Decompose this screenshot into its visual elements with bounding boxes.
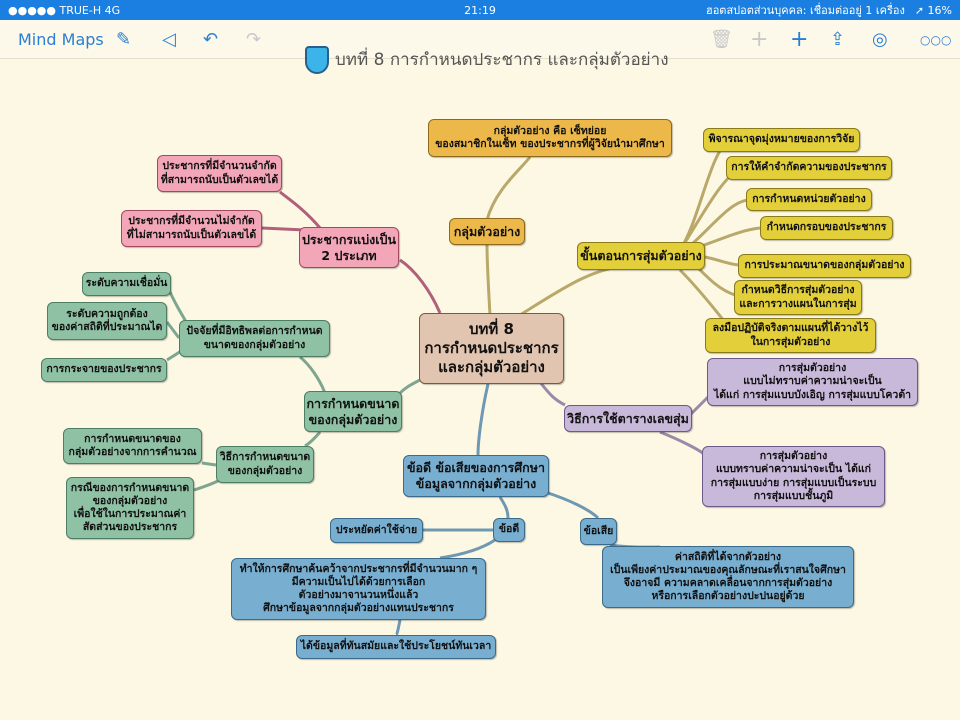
con-item-node[interactable]: ค่าสถิติที่ได้จากตัวอย่าง เป็นเพียงค่าปร…: [602, 546, 854, 608]
population-item-node[interactable]: ประชากรที่มีจำนวนไม่จำกัด ที่ไม่สามารถนั…: [121, 210, 262, 247]
population-item-node[interactable]: ประชากรที่มีจำนวนจำกัด ที่สามารถนับเป็นต…: [157, 155, 282, 192]
battery: ➚ 16%: [914, 3, 952, 17]
add-child-icon[interactable]: +: [790, 27, 809, 52]
redo-icon[interactable]: ↷: [246, 29, 262, 50]
step-node[interactable]: กำหนดกรอบของประชากร: [760, 216, 893, 240]
trash-icon[interactable]: 🗑: [710, 29, 733, 50]
cons-node[interactable]: ข้อเสีย: [580, 518, 617, 545]
central-topic[interactable]: บทที่ 8 การกำหนดประชากร และกลุ่มตัวอย่าง: [419, 313, 564, 384]
carrier: ●●●●● TRUE-H 4G: [8, 3, 121, 17]
pros-node[interactable]: ข้อดี: [493, 518, 525, 542]
step-node[interactable]: พิจารณาจุดมุ่งหมายของการวิจัย: [703, 128, 860, 152]
method-item-node[interactable]: การกำหนดขนาดของ กลุ่มตัวอย่างจากการคำนวณ: [63, 428, 202, 464]
title-text: บทที่ 8 การกำหนดประชากร และกลุ่มตัวอย่าง: [335, 50, 669, 70]
more-icon[interactable]: ○○○: [920, 32, 952, 47]
probability-node[interactable]: การสุ่มตัวอย่าง แบบทราบค่าความน่าจะเป็น …: [702, 446, 885, 507]
status-bar: ●●●●● TRUE-H 4G 21:19 ฮอตสปอตส่วนบุคคล: …: [0, 0, 960, 20]
undo-icon[interactable]: ↶: [203, 29, 219, 50]
pros-cons-node[interactable]: ข้อดี ข้อเสียของการศึกษา ข้อมูลจากกลุ่มต…: [403, 455, 549, 497]
add-icon[interactable]: +: [750, 27, 769, 52]
pro-item-node[interactable]: ทำให้การศึกษาค้นคว้าจากประชากรที่มีจำนวน…: [231, 558, 486, 620]
sample-size-node[interactable]: การกำหนดขนาด ของกลุ่มตัวอย่าง: [304, 391, 402, 432]
step-node[interactable]: กำหนดวิธีการสุ่มตัวอย่าง และการวางแผนในก…: [734, 280, 862, 315]
population-types-node[interactable]: ประชากรแบ่งเป็น 2 ประเภท: [299, 227, 399, 268]
step-node[interactable]: การประมาณขนาดของกลุ่มตัวอย่าง: [738, 254, 911, 278]
mindmap-canvas[interactable]: บทที่ 8 การกำหนดประชากร และกลุ่มตัวอย่าง…: [0, 60, 960, 720]
factors-node[interactable]: ปัจจัยที่มีอิทธิพลต่อการกำหนด ขนาดของกลุ…: [179, 320, 330, 357]
size-methods-node[interactable]: วิธีการกำหนดขนาด ของกลุ่มตัวอย่าง: [216, 446, 314, 483]
sample-definition-node[interactable]: กลุ่มตัวอย่าง คือ เซ็ทย่อย ของสมาชิกในเซ…: [428, 119, 672, 157]
hotspot-status: ฮอตสปอตส่วนบุคคล: เชื่อมต่ออยู่ 1 เครื่อ…: [705, 4, 905, 17]
pro-item-node[interactable]: ได้ข้อมูลที่ทันสมัยและใช้ประโยชน์ทันเวลา: [296, 635, 496, 659]
non-probability-node[interactable]: การสุ่มตัวอย่าง แบบไม่ทราบค่าความน่าจะเป…: [707, 358, 918, 406]
method-item-node[interactable]: กรณีของการกำหนดขนาด ของกลุ่มตัวอย่าง เพื…: [66, 477, 194, 539]
share-icon[interactable]: ⇪: [830, 29, 846, 50]
toolbar: Mind Maps ✎ ◁ ↶ ↷ บทที่ 8 การกำหนดประชาก…: [0, 20, 960, 74]
step-node[interactable]: การกำหนดหน่วยตัวอย่าง: [746, 188, 872, 211]
mind-maps-back-button[interactable]: Mind Maps: [18, 30, 104, 49]
previous-icon[interactable]: ◁: [162, 29, 176, 50]
palette-icon[interactable]: ◎: [872, 29, 888, 50]
mindmap-doc-icon: [305, 45, 329, 74]
sampling-steps-node[interactable]: ขั้นตอนการสุ่มตัวอย่าง: [577, 242, 705, 270]
factor-item-node[interactable]: ระดับความถูกต้อง ของค่าสถิติที่ประมาณได: [47, 302, 167, 340]
factor-item-node[interactable]: ระดับความเชื่อมั่น: [82, 272, 171, 296]
sample-node[interactable]: กลุ่มตัวอย่าง: [449, 218, 525, 245]
document-title: บทที่ 8 การกำหนดประชากร และกลุ่มตัวอย่าง: [305, 40, 669, 79]
step-node[interactable]: การให้คำจำกัดความของประชากร: [726, 156, 892, 180]
edit-icon[interactable]: ✎: [116, 29, 132, 50]
factor-item-node[interactable]: การกระจายของประชากร: [41, 358, 167, 382]
random-table-node[interactable]: วิธีการใช้ตารางเลขสุ่ม: [564, 405, 692, 432]
pro-item-node[interactable]: ประหยัดค่าใช้จ่าย: [330, 518, 423, 543]
step-node[interactable]: ลงมือปฏิบัติจริงตามแผนที่ได้วางไว้ ในการ…: [705, 318, 876, 353]
